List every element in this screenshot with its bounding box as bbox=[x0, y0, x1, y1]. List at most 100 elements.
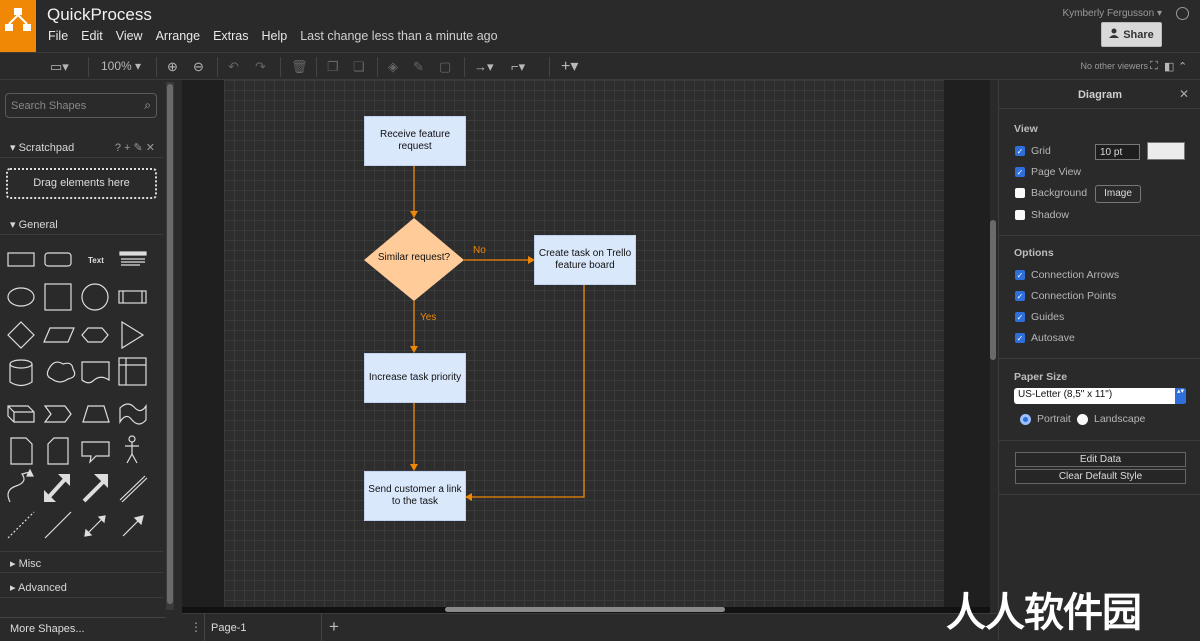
more-shapes-button[interactable]: More Shapes... bbox=[0, 617, 166, 640]
connection-arrows-option[interactable]: ✓Connection Arrows bbox=[1015, 269, 1119, 281]
cube-shape[interactable] bbox=[7, 405, 35, 423]
menu-file[interactable]: File bbox=[48, 29, 69, 43]
diagram-canvas[interactable]: Receive feature request Similar request?… bbox=[182, 80, 990, 607]
redo-icon[interactable]: ↷ bbox=[255, 59, 266, 74]
grid-size-input[interactable]: 10 pt bbox=[1095, 144, 1140, 160]
add-page-icon[interactable]: + bbox=[329, 617, 339, 636]
misc-section-header[interactable]: ▸ Misc bbox=[0, 551, 163, 573]
curve-shape[interactable] bbox=[7, 471, 31, 503]
edge-trello-send[interactable] bbox=[471, 284, 585, 498]
landscape-option[interactable]: Landscape bbox=[1077, 413, 1145, 425]
node-increase-priority[interactable]: Increase task priority bbox=[364, 353, 466, 403]
delete-icon[interactable]: 🗑 bbox=[291, 59, 308, 74]
clear-default-style-button[interactable]: Clear Default Style bbox=[1015, 469, 1186, 484]
portrait-radio[interactable] bbox=[1020, 413, 1031, 425]
rounded-rectangle-shape[interactable] bbox=[44, 252, 72, 267]
scratchpad-tools-icon[interactable]: ? + ✎ ✕ bbox=[114, 142, 155, 154]
portrait-option[interactable]: Portrait bbox=[1020, 413, 1071, 425]
circle-shape[interactable] bbox=[81, 283, 109, 311]
fullscreen-icon[interactable]: ⛶ bbox=[1150, 60, 1158, 72]
edit-data-button[interactable]: Edit Data bbox=[1015, 452, 1186, 467]
globe-icon[interactable] bbox=[1176, 7, 1189, 20]
scratchpad-drop-zone[interactable]: Drag elements here bbox=[6, 168, 157, 199]
paper-size-select[interactable]: US-Letter (8,5" x 11") ▴▾ bbox=[1014, 388, 1186, 404]
cloud-shape[interactable] bbox=[46, 361, 76, 383]
collapse-icon[interactable]: ⌃ bbox=[1178, 61, 1188, 73]
shadow-checkbox[interactable] bbox=[1015, 210, 1025, 220]
user-menu[interactable]: Kymberly Fergusson ▾ bbox=[1062, 8, 1162, 19]
zoom-in-icon[interactable]: ⊕ bbox=[167, 59, 178, 74]
app-logo-icon[interactable] bbox=[0, 0, 36, 52]
card-shape[interactable] bbox=[47, 437, 69, 465]
background-image-button[interactable]: Image bbox=[1095, 185, 1141, 203]
grid-option[interactable]: ✓Grid bbox=[1015, 145, 1051, 157]
line-shape[interactable] bbox=[44, 511, 72, 539]
fill-color-icon[interactable]: ◈ bbox=[388, 59, 398, 74]
landscape-radio[interactable] bbox=[1077, 413, 1088, 425]
step-shape[interactable] bbox=[43, 405, 72, 423]
canvas-horizontal-scroll-thumb[interactable] bbox=[445, 607, 725, 612]
connection-points-option[interactable]: ✓Connection Points bbox=[1015, 290, 1116, 302]
edge-label-yes[interactable]: Yes bbox=[420, 312, 437, 323]
callout-shape[interactable] bbox=[81, 441, 110, 464]
parallelogram-shape[interactable] bbox=[43, 327, 75, 343]
trapezoid-shape[interactable] bbox=[82, 405, 110, 423]
tape-shape[interactable] bbox=[119, 403, 147, 425]
general-shapes-palette[interactable]: Text bbox=[0, 240, 163, 620]
general-section-header[interactable]: ▾ General bbox=[0, 213, 163, 235]
bidirectional-arrow-shape[interactable] bbox=[45, 475, 69, 501]
menu-edit[interactable]: Edit bbox=[81, 29, 103, 43]
ellipse-shape[interactable] bbox=[7, 287, 35, 307]
page-menu-icon[interactable]: ⋮ bbox=[190, 620, 202, 634]
textbox-shape[interactable] bbox=[119, 251, 147, 256]
close-panel-icon[interactable]: ✕ bbox=[1179, 87, 1190, 101]
similar-decision-shape[interactable] bbox=[364, 218, 464, 301]
node-send-link[interactable]: Send customer a link to the task bbox=[364, 471, 466, 521]
canvas-vertical-scroll-thumb[interactable] bbox=[990, 220, 996, 360]
waypoints-icon[interactable]: ⌐▾ bbox=[511, 59, 526, 74]
scratchpad-header[interactable]: ▾ Scratchpad ? + ✎ ✕ bbox=[0, 136, 163, 158]
node-create-trello-task[interactable]: Create task on Trello feature board bbox=[534, 235, 636, 285]
autosave-checkbox[interactable]: ✓ bbox=[1015, 333, 1025, 343]
search-icon[interactable]: ⌕ bbox=[144, 98, 151, 112]
square-shape[interactable] bbox=[44, 283, 72, 311]
grid-checkbox[interactable]: ✓ bbox=[1015, 146, 1025, 156]
link-shape[interactable] bbox=[119, 475, 148, 503]
menu-help[interactable]: Help bbox=[261, 29, 288, 43]
process-shape[interactable] bbox=[118, 290, 147, 304]
page-view-checkbox[interactable]: ✓ bbox=[1015, 167, 1025, 177]
shadow-icon[interactable]: ▢ bbox=[439, 59, 452, 74]
zoom-select[interactable]: 100% ▾ bbox=[101, 59, 142, 73]
autosave-option[interactable]: ✓Autosave bbox=[1015, 332, 1075, 344]
page-view-option[interactable]: ✓Page View bbox=[1015, 166, 1081, 178]
format-toggle-icon[interactable]: ◧ bbox=[1164, 61, 1175, 73]
arrow-shape[interactable] bbox=[82, 479, 106, 503]
guides-checkbox[interactable]: ✓ bbox=[1015, 312, 1025, 322]
background-option[interactable]: Background bbox=[1015, 187, 1087, 199]
cylinder-shape[interactable] bbox=[9, 364, 33, 387]
internal-storage-shape[interactable] bbox=[118, 357, 147, 386]
panel-title[interactable]: Diagram bbox=[999, 80, 1200, 109]
format-panel-icon[interactable]: ▭▾ bbox=[50, 59, 69, 74]
share-button[interactable]: Share bbox=[1101, 22, 1162, 47]
sidebar-scrollbar-thumb[interactable] bbox=[167, 84, 173, 604]
line-color-icon[interactable]: ✎ bbox=[413, 59, 424, 74]
shadow-option[interactable]: Shadow bbox=[1015, 209, 1069, 221]
menu-arrange[interactable]: Arrange bbox=[155, 29, 201, 43]
menu-view[interactable]: View bbox=[115, 29, 143, 43]
guides-option[interactable]: ✓Guides bbox=[1015, 311, 1064, 323]
search-shapes-input[interactable]: Search Shapes ⌕ bbox=[5, 93, 157, 118]
app-title[interactable]: QuickProcess bbox=[47, 5, 152, 24]
last-change-status[interactable]: Last change less than a minute ago bbox=[300, 29, 498, 43]
hexagon-shape[interactable] bbox=[81, 327, 109, 343]
sidebar-splitter[interactable] bbox=[174, 80, 182, 613]
menu-extras[interactable]: Extras bbox=[213, 29, 249, 43]
page-tab[interactable]: Page-1 bbox=[204, 614, 322, 641]
connection-arrows-checkbox[interactable]: ✓ bbox=[1015, 270, 1025, 280]
rectangle-shape[interactable] bbox=[7, 252, 35, 267]
undo-icon[interactable]: ↶ bbox=[228, 59, 239, 74]
diamond-shape[interactable] bbox=[7, 321, 35, 349]
text-shape[interactable]: Text bbox=[88, 256, 104, 265]
grid-color-swatch[interactable] bbox=[1147, 142, 1185, 160]
triangle-shape[interactable] bbox=[121, 320, 145, 350]
